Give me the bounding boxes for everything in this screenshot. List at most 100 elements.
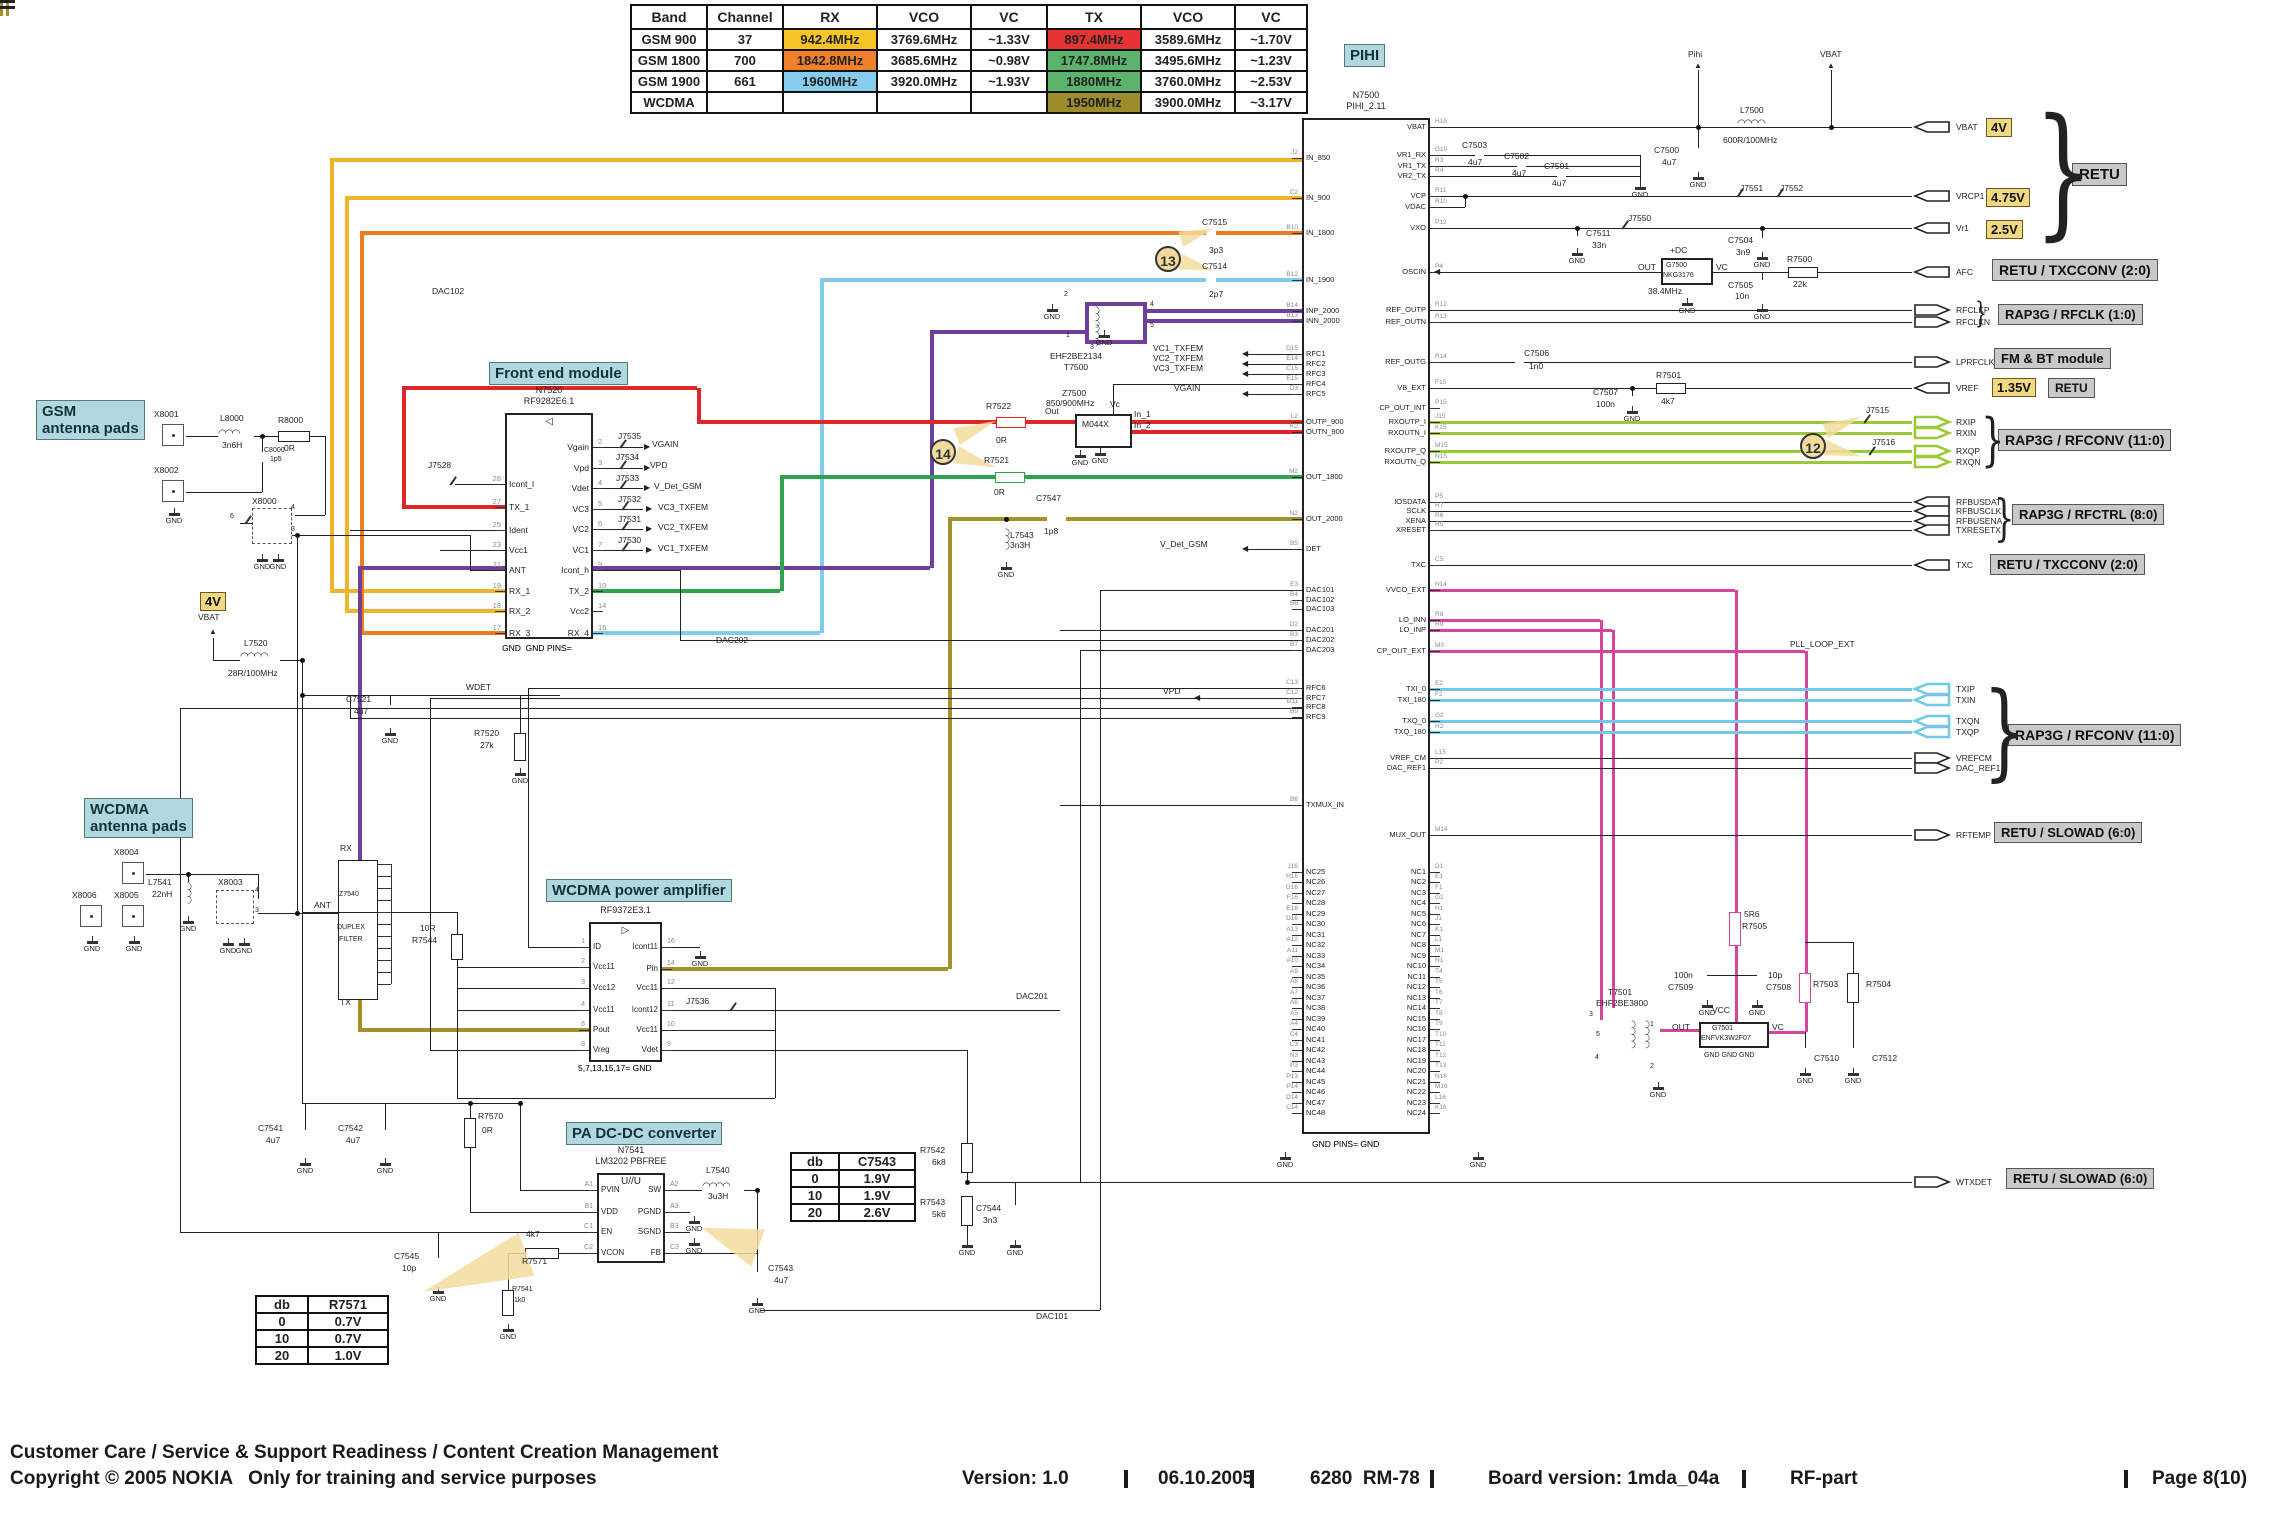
text-label: R7541: [512, 1286, 533, 1293]
pin-stub: [1292, 640, 1302, 641]
junction-dot: [295, 533, 300, 538]
pin-pad-label: B11: [1286, 698, 1298, 705]
wire: [310, 435, 325, 437]
text-label: 3u3H: [708, 1191, 729, 1201]
pin-pad-label: H16: [1286, 873, 1298, 880]
junction-dot: [300, 693, 305, 698]
text-label: 3n3H: [1010, 540, 1031, 550]
band-table-cell: ~0.98V: [970, 49, 1048, 72]
gnd-symbol: GND: [1695, 1000, 1719, 1017]
text-label: 4u7: [1662, 157, 1677, 167]
connector-txip: [1912, 682, 1951, 696]
band-table-cell: [782, 91, 878, 114]
text-label: J7535: [618, 431, 642, 441]
connector-label: TXIP: [1956, 684, 1975, 694]
pin-pad-label: B13: [1286, 312, 1298, 319]
text-label: R7543: [920, 1197, 946, 1207]
pin-name-label: ID: [593, 942, 601, 951]
pin-name-label: NC20: [1406, 1066, 1426, 1075]
gnd-symbol: GND: [1841, 1068, 1865, 1085]
text-label: C7511: [1586, 228, 1611, 238]
wire: [1248, 363, 1302, 365]
band-table-cell: 897.4MHz: [1046, 28, 1142, 51]
connector-vbat: [1912, 121, 1950, 133]
text-label: 10p: [402, 1263, 417, 1273]
pin-stub: [1292, 650, 1302, 651]
text-label: In_2: [1134, 420, 1151, 430]
pin-name-label: Vcc11: [593, 962, 615, 971]
text-label: 27k: [480, 740, 494, 750]
band-table-header: Channel: [706, 4, 784, 30]
wire: [295, 514, 325, 516]
pin-stub: [1430, 893, 1440, 894]
text-label: VGAIN: [1174, 383, 1201, 393]
connector-rfclkn: [1914, 316, 1952, 328]
wire: [662, 1049, 967, 1051]
pin-stub: [1292, 1103, 1302, 1104]
pin-pad-label: 28: [492, 474, 501, 483]
pin-stub: [665, 1212, 675, 1213]
wire: [470, 535, 471, 570]
text-label: C7515: [1202, 217, 1228, 227]
pin-name-label: VBAT: [1406, 122, 1426, 131]
wire: [665, 1189, 702, 1191]
antenna-pad: [122, 862, 144, 884]
wire: [254, 435, 278, 437]
pin-stub: [1292, 893, 1302, 894]
text-label: X8003: [218, 877, 243, 887]
pin-stub: [665, 1253, 675, 1254]
pin-pad-label: H2: [1435, 723, 1444, 730]
wire: [360, 631, 505, 635]
text-label: 4u7: [346, 1135, 361, 1145]
pin-name-label: DAC_REF1: [1386, 763, 1426, 772]
pin-stub: [1430, 721, 1440, 722]
section-title: PIHI: [1344, 44, 1386, 67]
connector-label: WTXDET: [1956, 1177, 1992, 1187]
pin-name-label: SGND: [637, 1227, 661, 1236]
pin-name-label: VR2_TX: [1397, 171, 1426, 180]
pin-stub: [662, 1010, 672, 1011]
pin-name-label: NC44: [1306, 1066, 1326, 1075]
pin-name-label: OUTP_900: [1306, 417, 1344, 426]
wire: [1430, 588, 1735, 592]
wire: [1713, 271, 1788, 273]
pin-pad-label: 6: [598, 519, 603, 528]
pin-pad-label: T13: [1435, 1062, 1447, 1069]
wire: [665, 1231, 690, 1233]
pin-stub: [1292, 1008, 1302, 1009]
pin-name-label: FB: [650, 1248, 661, 1257]
pin-name-label: NC29: [1306, 909, 1326, 918]
wire: [1524, 361, 1912, 363]
pin-pad-label: A6: [1290, 999, 1298, 1006]
pin-stub: [1292, 1113, 1302, 1114]
wire: [430, 697, 1202, 699]
text-label: J7551: [1740, 183, 1764, 193]
text-label: PLL_LOOP_EXT: [1790, 639, 1855, 649]
wire: [593, 446, 643, 448]
pin-pad-label: B1: [584, 1203, 593, 1210]
text-label: 100n: [1596, 399, 1615, 409]
band-table-header: TX: [1046, 4, 1142, 30]
filter-port-tick: [378, 888, 391, 889]
pin-name-label: INN_2000: [1306, 316, 1340, 325]
pin-name-label: Vcc1: [509, 545, 528, 555]
wire: [593, 467, 643, 469]
pin-stub: [587, 1212, 597, 1213]
pin-pad-label: R13: [1435, 313, 1447, 320]
pin-name-label: PVIN: [601, 1185, 620, 1194]
up-arrow-icon: ▲: [1827, 61, 1835, 70]
pin-stub: [1430, 945, 1440, 946]
voltage-tag: 4V: [1986, 118, 2012, 137]
pin-name-label: Vcc11: [636, 1025, 658, 1034]
db-table-cell: 0.7V: [307, 1329, 389, 1348]
pin-name-label: NC35: [1306, 972, 1326, 981]
antenna-pad: [162, 480, 184, 502]
pin-stub: [593, 509, 603, 510]
bus-label: RETU / SLOWAD (6:0): [1994, 822, 2143, 843]
pin-name-label: VVCO_EXT: [1385, 585, 1426, 594]
junction-dot: [1696, 125, 1701, 130]
wire: [1805, 941, 1853, 943]
connector-label: RFBUSDAT: [1956, 497, 2002, 507]
text-label: OUT: [1672, 1022, 1690, 1032]
